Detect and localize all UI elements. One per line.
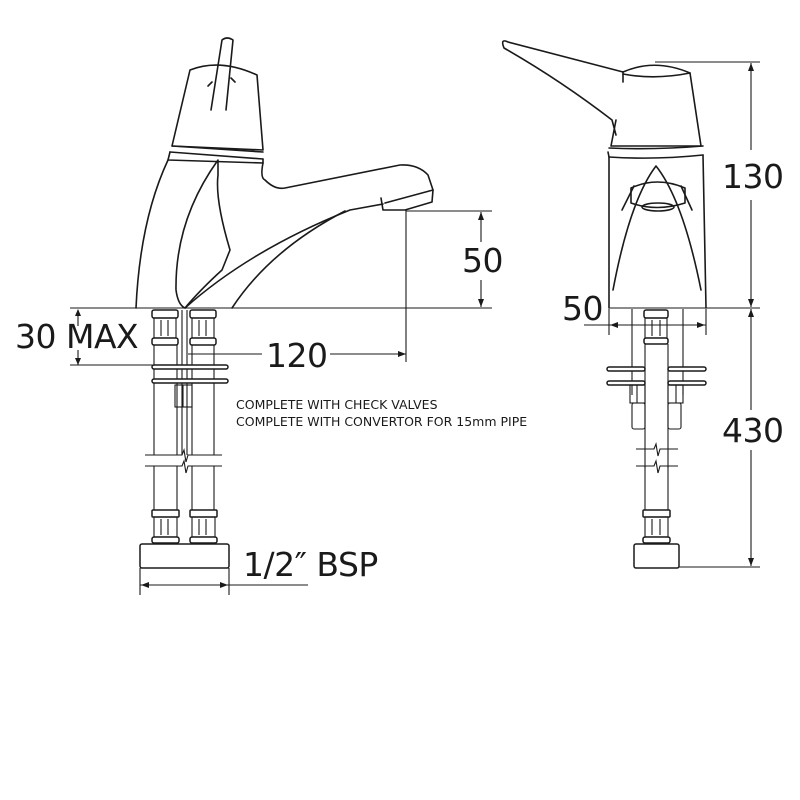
lever-handle <box>210 37 234 111</box>
spout-reach-label: 120 <box>264 336 330 375</box>
note-convertor: COMPLETE WITH CONVERTOR FOR 15mm PIPE <box>236 414 528 429</box>
spout-height-label: 50 <box>462 241 504 280</box>
side-dimensions <box>70 210 492 588</box>
note-check-valves: COMPLETE WITH CHECK VALVES <box>236 397 438 412</box>
mounting-thickness-label: 30 MAX <box>15 317 139 356</box>
front-dimensions <box>584 61 760 568</box>
connection-size-label: 1/2″ BSP <box>243 545 380 584</box>
tail-length-label: 430 <box>722 411 784 450</box>
base-width-label: 50 <box>562 289 604 328</box>
body-height-label: 130 <box>722 157 784 196</box>
side-view <box>70 37 450 595</box>
front-view <box>501 40 760 569</box>
